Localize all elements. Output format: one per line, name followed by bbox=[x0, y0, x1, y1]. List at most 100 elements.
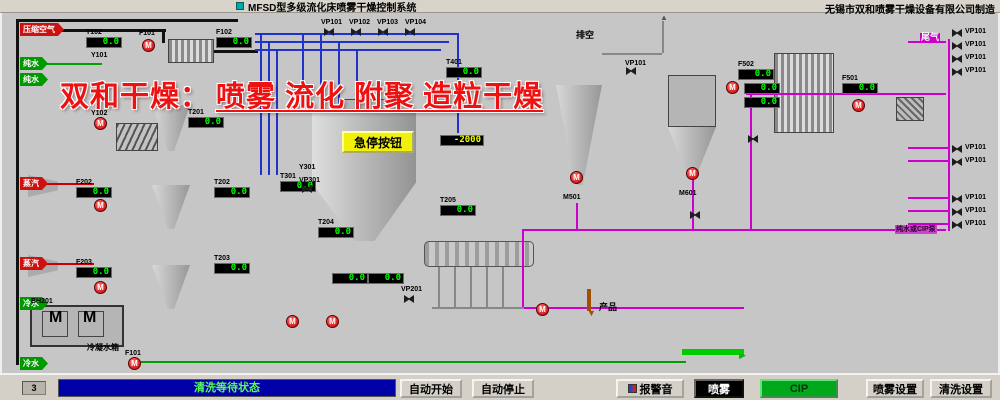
motor-2 bbox=[78, 311, 104, 337]
display-label: F203 bbox=[76, 259, 92, 266]
display-value: 0.0 bbox=[446, 67, 482, 78]
display-label: T202 bbox=[214, 179, 230, 186]
pipe-segment bbox=[20, 263, 94, 265]
pipe-segment bbox=[908, 41, 946, 43]
alarm-sound-button[interactable]: 报警音 bbox=[616, 379, 684, 398]
valve-icon[interactable] bbox=[952, 158, 962, 166]
valve-icon[interactable] bbox=[952, 55, 962, 63]
pipe-segment bbox=[602, 53, 662, 55]
value-display: 0.0 bbox=[332, 273, 368, 284]
emergency-stop-button[interactable]: 急停按钮 bbox=[342, 131, 414, 153]
pump-icon[interactable]: M bbox=[536, 303, 549, 316]
label-tag: Y101 bbox=[91, 52, 108, 59]
valve-icon[interactable] bbox=[952, 221, 962, 229]
pump-icon[interactable]: M bbox=[94, 117, 107, 130]
pipe-segment bbox=[356, 49, 358, 113]
display-label: F202 bbox=[76, 179, 92, 186]
valve-icon[interactable] bbox=[351, 28, 361, 36]
alarm-sound-icon bbox=[627, 384, 637, 393]
pipe-segment bbox=[338, 41, 340, 113]
pipe-segment bbox=[662, 21, 664, 53]
pump-icon[interactable]: M bbox=[686, 167, 699, 180]
valve-icon[interactable] bbox=[324, 28, 334, 36]
label-tag: VP101 bbox=[965, 67, 987, 74]
label-tag: BH201 bbox=[31, 298, 53, 305]
pump-icon[interactable]: M bbox=[286, 315, 299, 328]
valve-icon[interactable] bbox=[952, 42, 962, 50]
hopper bbox=[668, 75, 716, 127]
display-value: 0.0 bbox=[188, 117, 224, 128]
pump-icon[interactable]: M bbox=[570, 171, 583, 184]
pump-icon[interactable]: M bbox=[94, 199, 107, 212]
valve-icon[interactable] bbox=[952, 195, 962, 203]
app-icon bbox=[236, 2, 244, 10]
bottom-bar: 3 清洗等待状态 自动开始 自动停止 报警音 喷雾 CIP 喷雾设置 清洗设置 bbox=[0, 373, 1000, 400]
display-value: 0.0 bbox=[440, 205, 476, 216]
valve-icon[interactable] bbox=[378, 28, 388, 36]
source-label: 压缩空气 bbox=[20, 23, 64, 36]
display-label: T401 bbox=[446, 59, 462, 66]
valve-icon[interactable] bbox=[748, 135, 758, 143]
pump-icon[interactable]: M bbox=[852, 99, 865, 112]
pump-icon[interactable]: M bbox=[128, 357, 141, 370]
pipe-segment bbox=[908, 147, 948, 149]
vent-arrow: ▲ bbox=[660, 13, 668, 22]
pump-icon[interactable]: M bbox=[326, 315, 339, 328]
value-display: 0.0 bbox=[744, 83, 780, 94]
display-value: 0.0 bbox=[842, 83, 878, 94]
valve-icon[interactable] bbox=[405, 28, 415, 36]
condensate-tank-label: 冷凝水箱 bbox=[87, 343, 119, 352]
pump-icon[interactable]: M bbox=[94, 281, 107, 294]
display-label: T301 bbox=[280, 173, 296, 180]
cip-button[interactable]: CIP bbox=[760, 379, 838, 398]
cyclone-3 bbox=[152, 265, 190, 309]
valve-icon[interactable] bbox=[952, 208, 962, 216]
label-tag: Y102 bbox=[91, 110, 108, 117]
auto-stop-button[interactable]: 自动停止 bbox=[472, 379, 534, 398]
valve-icon[interactable] bbox=[952, 68, 962, 76]
pipe-segment bbox=[750, 93, 752, 231]
heater bbox=[168, 39, 214, 63]
spray-button[interactable]: 喷雾 bbox=[694, 379, 744, 398]
pipe-segment bbox=[162, 29, 165, 43]
valve-icon[interactable] bbox=[626, 67, 636, 75]
pipe-segment bbox=[908, 223, 948, 225]
display-label: T204 bbox=[318, 219, 334, 226]
display-value: 0.0 bbox=[332, 273, 368, 284]
display-value: 0.0 bbox=[76, 187, 112, 198]
valve-icon[interactable] bbox=[690, 211, 700, 219]
display-label: F102 bbox=[216, 29, 232, 36]
pipe-segment bbox=[255, 49, 441, 51]
label-tag: VP201 bbox=[401, 286, 423, 293]
pipe-segment bbox=[16, 19, 238, 22]
valve-icon[interactable] bbox=[404, 295, 414, 303]
valve-icon[interactable] bbox=[952, 145, 962, 153]
display-value: 0.0 bbox=[76, 267, 112, 278]
display-value: 0.0 bbox=[368, 273, 404, 284]
value-display: 0.0 bbox=[368, 273, 404, 284]
pipe-segment bbox=[522, 229, 524, 309]
auto-start-button[interactable]: 自动开始 bbox=[400, 379, 462, 398]
pipe-segment bbox=[20, 183, 94, 185]
pipe-segment bbox=[320, 33, 322, 113]
valve-icon[interactable] bbox=[302, 185, 312, 193]
pipe-segment bbox=[908, 210, 948, 212]
valve-icon[interactable] bbox=[952, 29, 962, 37]
alarm-sound-label: 报警音 bbox=[639, 383, 673, 396]
pump-icon[interactable]: M bbox=[726, 81, 739, 94]
clean-settings-button[interactable]: 清洗设置 bbox=[930, 379, 992, 398]
source-label: 蒸汽 bbox=[20, 177, 48, 190]
display-label: T102 bbox=[86, 29, 102, 36]
display-value: 0.0 bbox=[214, 187, 250, 198]
pipe-segment bbox=[276, 49, 278, 175]
pump-icon[interactable]: M bbox=[142, 39, 155, 52]
spray-settings-button[interactable]: 喷雾设置 bbox=[866, 379, 924, 398]
watermark-slogan: 喷雾 流化 附聚 造粒干燥 bbox=[216, 81, 544, 113]
display-label: T205 bbox=[440, 197, 456, 204]
display-value: 0.0 bbox=[744, 83, 780, 94]
label-tag: VP101 bbox=[965, 28, 987, 35]
